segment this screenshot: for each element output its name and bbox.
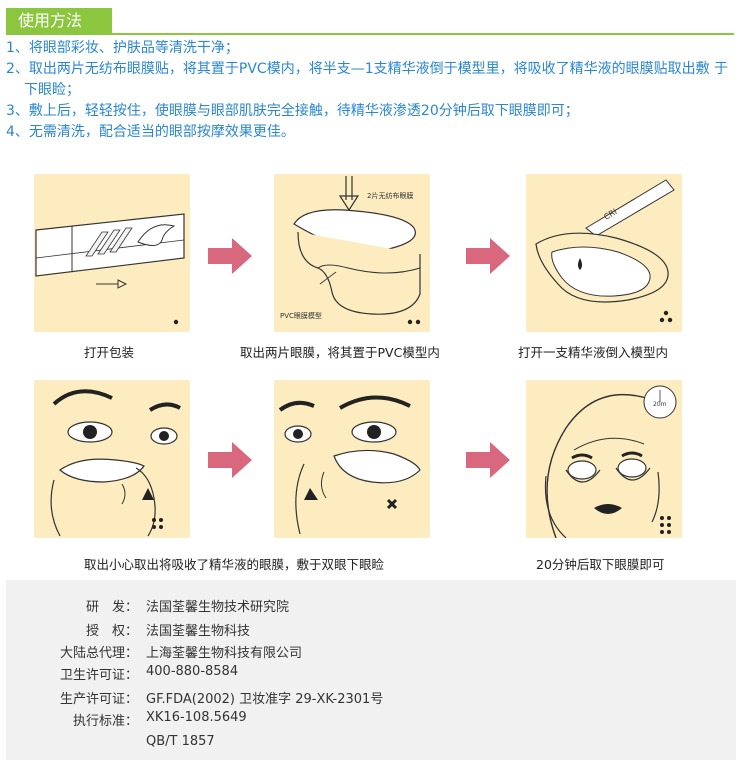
- info-row-hygiene-permit: 卫生许可证： 400-880-8584: [6, 664, 736, 686]
- info-value: XK16-108.5649: [146, 710, 247, 725]
- pad-label: 2片无纺布眼膜: [367, 191, 413, 200]
- info-label: 研 发：: [85, 600, 138, 615]
- info-value: QB/T 1857: [146, 734, 215, 749]
- info-label: 卫生许可证：: [59, 668, 138, 683]
- info-label: 授 权：: [85, 624, 138, 639]
- info-row-standard-2: QB/T 1857: [6, 734, 736, 756]
- info-value: 法国荃馨生物技术研究院: [146, 600, 290, 615]
- info-row-production-permit: 生产许可证： GF.FDA(2002) 卫妆准字 29-XK-2301号: [6, 688, 736, 710]
- info-label: 生产许可证：: [59, 692, 138, 707]
- mold-label: PVC眼膜模型: [280, 311, 322, 320]
- info-row-rnd: 研 发： 法国荃馨生物技术研究院: [6, 596, 736, 618]
- arrow-right-icon: [208, 238, 252, 274]
- arrow-right-icon: [208, 442, 252, 478]
- info-value: 上海荃馨生物科技有限公司: [146, 646, 303, 661]
- section-rule: [6, 33, 734, 35]
- info-row-license: 授 权： 法国荃馨生物科技: [6, 620, 736, 642]
- illustration-pour-essence: CRI: [526, 174, 682, 332]
- caption-step-1: 打开包装: [84, 345, 135, 360]
- caption-step-2: 取出两片眼膜，将其置于PVC模型内: [240, 345, 440, 360]
- step-3: 3、敷上后，轻轻按住，使眼膜与眼部肌肤完全接触，待精华液渗透20分钟后取下眼膜即…: [6, 103, 579, 119]
- usage-steps: 1、将眼部彩妆、护肤品等清洗干净； 2、取出两片无纺布眼膜贴，将其置于PVC模内…: [6, 38, 734, 143]
- caption-step-3: 打开一支精华液倒入模型内: [518, 345, 669, 360]
- info-row-agent: 大陆总代理： 上海荃馨生物科技有限公司: [6, 642, 736, 664]
- arrow-right-icon: [466, 238, 510, 274]
- step-2: 2、取出两片无纺布眼膜贴，将其置于PVC模内，将半支—1支精华液倒于模型里，将吸…: [6, 61, 729, 98]
- illustration-take-pad: [34, 380, 190, 538]
- info-value: GF.FDA(2002) 卫妆准字 29-XK-2301号: [146, 692, 384, 707]
- illustration-pads-in-mold: 2片无纺布眼膜 PVC眼膜模型: [274, 174, 430, 332]
- info-value: 法国荃馨生物科技: [146, 624, 251, 639]
- info-label: 执行标准：: [72, 714, 138, 729]
- illustration-wait-and-remove: 20m: [526, 380, 682, 538]
- caption-step-4: 取出小心取出将吸收了精华液的眼膜，敷于双眼下眼睑: [84, 557, 385, 572]
- illustration-open-package: [34, 174, 190, 332]
- illustration-apply-pad: [274, 380, 430, 538]
- timer-label: 20m: [653, 401, 667, 408]
- step-4: 4、无需清洗，配合适当的眼部按摩效果更佳。: [6, 124, 295, 140]
- caption-step-5: 20分钟后取下眼膜即可: [536, 557, 665, 572]
- step-1: 1、将眼部彩妆、护肤品等清洗干净；: [6, 40, 239, 56]
- product-info-panel: 研 发： 法国荃馨生物技术研究院 授 权： 法国荃馨生物科技 大陆总代理： 上海…: [6, 580, 736, 760]
- info-label: 大陆总代理：: [59, 646, 138, 661]
- section-title: 使用方法: [6, 8, 112, 33]
- info-value: 400-880-8584: [146, 664, 239, 679]
- arrow-right-icon: [466, 442, 510, 478]
- info-row-standard: 执行标准： XK16-108.5649: [6, 710, 736, 732]
